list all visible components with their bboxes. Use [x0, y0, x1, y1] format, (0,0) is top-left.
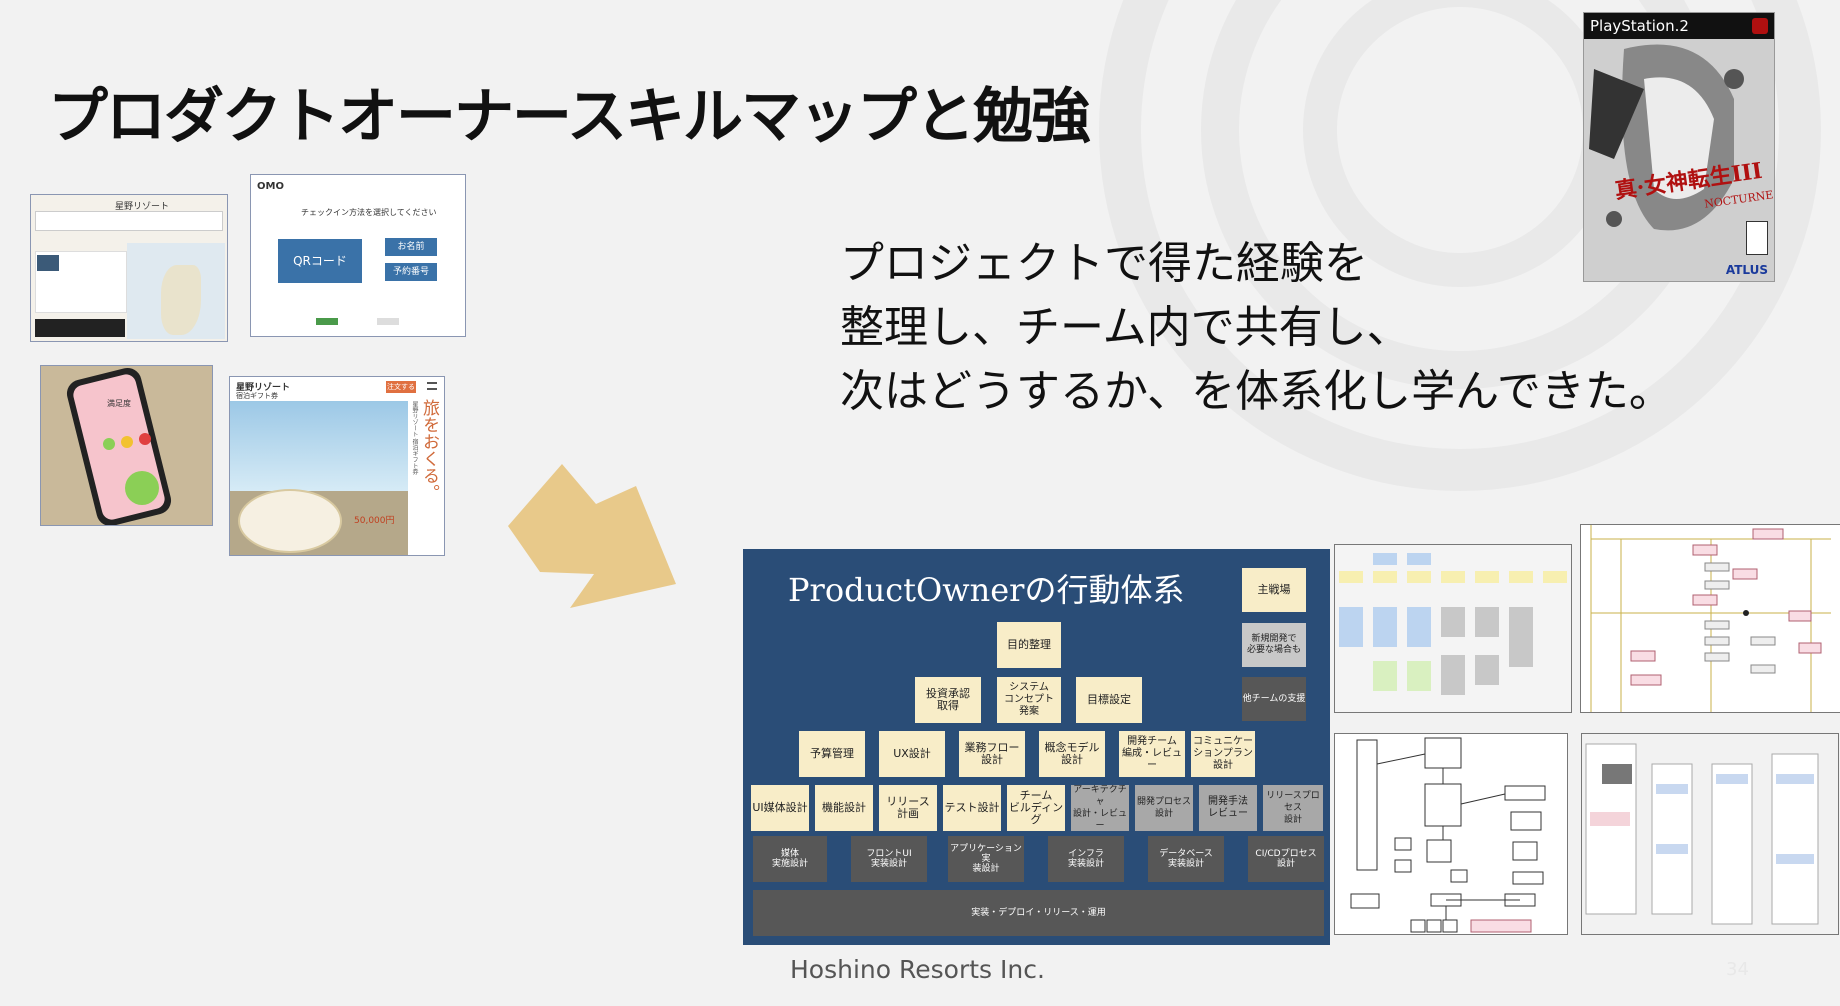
skill-communication: コミュニケー ションプラン 設計 [1191, 731, 1255, 777]
page-number: 34 [1726, 959, 1749, 980]
map-app-search-bar [35, 211, 223, 231]
face-icon-yellow [121, 436, 133, 448]
skill-ui-media: UI媒体設計 [751, 785, 809, 831]
smile-face-icon [125, 471, 159, 505]
map-app-brand: 星野リゾート [115, 202, 170, 212]
skill-goal-setting: 目標設定 [1076, 677, 1142, 723]
impl-media: 媒体 実施設計 [753, 836, 827, 882]
activity-diagram [1590, 525, 1831, 712]
er-diagram [1350, 737, 1546, 933]
skill-concept-model: 概念モデル 設計 [1039, 731, 1105, 777]
skill-release-process: リリースプロセス 設計 [1263, 785, 1323, 831]
gift-order-button[interactable]: 注文する [386, 381, 416, 393]
skill-dev-team: 開発チーム 編成・レビュー [1119, 731, 1185, 777]
name-button[interactable]: お名前 [385, 238, 437, 256]
gift-brand: 星野リゾート [236, 383, 291, 393]
skill-function: 機能設計 [815, 785, 873, 831]
slide-description: プロジェクトで得た経験を 整理し、チーム内で共有し、 次はどうするか、を体系化し… [840, 232, 1673, 424]
checkin-heading: チェックイン方法を選択してください [301, 208, 437, 217]
skill-system-concept: システム コンセプト 発案 [997, 677, 1061, 723]
face-icon-green [103, 438, 115, 450]
product-owner-diagram: ProductOwnerの行動体系 主戦場 新規開発で 必要な場合も 他チームの… [743, 549, 1330, 945]
ps2-header: PlayStation.2 [1584, 13, 1774, 39]
skill-investment: 投資承認 取得 [915, 677, 981, 723]
legend-main: 主戦場 [1242, 568, 1306, 612]
slide-title: プロダクトオーナースキルマップと勉強 [48, 82, 1091, 152]
gift-sub: 宿泊ギフト券 [236, 392, 278, 400]
footer-company: Hoshino Resorts Inc. [790, 955, 1045, 984]
skill-business-flow: 業務フロー 設計 [959, 731, 1025, 777]
skill-budget: 予算管理 [799, 731, 865, 777]
skill-dev-process: 開発プロセス 設計 [1135, 785, 1193, 831]
right-arrow-icon [508, 464, 676, 608]
menu-icon[interactable] [427, 382, 437, 390]
face-icon-red [139, 433, 151, 445]
skill-purpose: 目的整理 [997, 622, 1061, 668]
map-app-photo [37, 255, 59, 271]
impl-application: アプリケーション実 装設計 [948, 836, 1024, 882]
sticky-board-diagram [1339, 553, 1567, 695]
thumbnail-screen-flow [1581, 733, 1839, 935]
skill-dev-method: 開発手法 レビュー [1199, 785, 1257, 831]
gift-decor-circle [238, 489, 342, 553]
photo-phone-satisfaction: 満足度 [40, 365, 213, 526]
game-cover-image: PlayStation.2 真·女神転生III NOCTURNE ATLUS [1583, 12, 1775, 282]
publisher-logo: ATLUS [1725, 263, 1768, 277]
impl-cicd: CI/CDプロセス 設計 [1248, 836, 1324, 882]
checkin-grey-button[interactable] [377, 318, 399, 325]
description-line-1: プロジェクトで得た経験を [840, 238, 1368, 289]
thumbnail-activity-diagram [1580, 524, 1840, 713]
impl-deploy-operate: 実装・デプロイ・リリース・運用 [753, 890, 1324, 936]
skill-test: テスト設計 [943, 785, 1001, 831]
gift-sky-photo [230, 401, 408, 491]
cover-artwork [1584, 39, 1774, 281]
thumbnail-sticky-board [1334, 544, 1572, 713]
screenshot-checkin: OMO チェックイン方法を選択してください QRコード お名前 予約番号 [250, 174, 466, 337]
impl-database: データベース 実装設計 [1148, 836, 1224, 882]
skill-team-building: チーム ビルディング [1007, 785, 1065, 831]
description-line-2: 整理し、チーム内で共有し、 [840, 302, 1411, 353]
rating-badge [1746, 221, 1768, 255]
qr-code-button[interactable]: QRコード [278, 239, 362, 283]
checkin-logo: OMO [257, 181, 284, 192]
phone-header: 満足度 [107, 399, 131, 408]
screenshot-gift-card: 星野リゾート 宿泊ギフト券 注文する 50,000円 旅をおくる。 星野リゾート… [229, 376, 445, 556]
thumbnail-er-diagram [1334, 733, 1568, 935]
screen-flow-diagram [1585, 743, 1819, 925]
legend-new: 新規開発で 必要な場合も [1242, 623, 1306, 667]
gift-side-caption: 星野リゾート 宿泊ギフト券 [411, 401, 418, 475]
gift-vertical-text: 旅をおくる。 [419, 399, 439, 501]
ps2-platform-label: PlayStation.2 [1590, 17, 1689, 35]
description-line-3: 次はどうするか、を体系化し学んできた。 [840, 366, 1673, 417]
skill-ux: UX設計 [879, 731, 945, 777]
playstation-logo-icon [1752, 18, 1768, 34]
booking-number-button[interactable]: 予約番号 [385, 263, 437, 281]
impl-front-ui: フロントUI 実装設計 [851, 836, 927, 882]
checkin-green-button[interactable] [316, 318, 338, 325]
skill-release-plan: リリース 計画 [879, 785, 937, 831]
gift-amount: 50,000円 [354, 516, 395, 526]
map-app-land [161, 265, 201, 335]
screenshot-map-app: 星野リゾート [30, 194, 228, 342]
legend-other: 他チームの支援 [1242, 677, 1306, 721]
po-diagram-title: ProductOwnerの行動体系 [788, 571, 1185, 609]
impl-infra: インフラ 実装設計 [1048, 836, 1124, 882]
skill-architecture: アーキテクチャ 設計・レビュー [1071, 785, 1129, 831]
map-app-footer-banner [35, 319, 125, 337]
